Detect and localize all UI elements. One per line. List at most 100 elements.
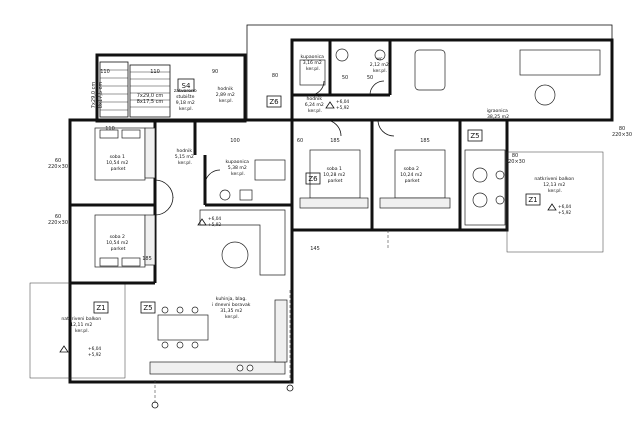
dim-win-left1b: 220×30 [48, 164, 68, 170]
dim-stair3: 7x29,0 cm [91, 82, 97, 109]
dim-185a: 185 [330, 138, 340, 144]
kitchen-counter-side [274, 299, 288, 363]
dim-110a: 110 [100, 69, 110, 75]
wardrobe-right-room1 [299, 197, 369, 209]
sink-center [239, 189, 253, 201]
bathtub [254, 159, 286, 181]
furniture [94, 48, 601, 375]
svg-text:+6,04+5,92: +6,04+5,92 [336, 99, 349, 111]
dim-win-rightb: 220×30 [505, 159, 525, 165]
level-marker-2: +6,04+5,92 [325, 99, 349, 111]
tag-z1-right: Z1 [528, 196, 537, 204]
coffee-table [221, 241, 249, 269]
room-soba2-right: soba 2 10,24 m2 parket [400, 166, 423, 184]
tag-z6-right-box [305, 172, 321, 185]
tag-z5-right: Z5 [470, 132, 479, 140]
tag-z1-right-box [525, 193, 541, 206]
svg-text:+6,04+5,92: +6,04+5,92 [88, 346, 101, 358]
toilet-center [219, 189, 231, 201]
kitchen-counter [149, 361, 286, 375]
dining-table [157, 314, 209, 341]
level-marker-4: +6,04+5,92 [547, 203, 571, 216]
car [414, 49, 446, 91]
tag-z1-left-box [93, 301, 109, 314]
room-kupaonica-top: kupaonica 3,16 m2 ker.pl. [301, 54, 326, 72]
dim-win-br1: 80 [619, 126, 625, 132]
room-hodnik-right: hodnik 6,24 m2 ker.pl. [305, 96, 326, 114]
dim-50b: 50 [367, 75, 373, 81]
dim-100: 100 [230, 138, 240, 144]
room-kupaonica-center: kupaonica 5,38 m2 ker.pl. [226, 159, 251, 177]
dim-win-left2b: 220×30 [48, 220, 68, 226]
bed-right-room1 [309, 149, 361, 199]
tag-z5-left: Z5 [143, 304, 152, 312]
dim-stair1: 7x29,0 cm [137, 93, 164, 99]
tag-z5-left-box [140, 301, 156, 314]
room-soba1-right: soba 1 10,28 m2 parket [323, 166, 346, 184]
tag-z6-right: Z6 [308, 175, 318, 183]
door-right-room2 [377, 119, 395, 137]
wardrobe-right-room2 [379, 197, 451, 209]
tag-s4-box [177, 78, 195, 92]
room-kuhinja: kuhinja, blag. i dnevni boravak 31,35 m2… [212, 296, 252, 320]
stair-flight-1 [129, 64, 171, 118]
room-hodnik-left: hodnik 5,15 m2 ker.pl. [175, 148, 196, 166]
dim-win-left1: 60 [55, 158, 61, 164]
section-markers [151, 230, 389, 409]
level-marker-1: +6,04+5,92 [197, 216, 221, 228]
dim-110c: 110 [105, 126, 115, 132]
svg-text:+6,04+5,92: +6,04+5,92 [558, 204, 571, 216]
dim-win-left2: 60 [55, 214, 61, 220]
exterior-walls [29, 24, 614, 384]
room-stubiste: zatvoreno stubište 9,18 m2 ker.pl. [174, 88, 198, 112]
room-wc-top: wc 2,12 m2 ker.pl. [370, 57, 391, 74]
toilet-top [335, 48, 349, 62]
room-balkon-left: natkriveni balkon 12,11 m2 ker.pl. [61, 316, 102, 334]
room-soba1-left: soba 1 10,54 m2 parket [106, 154, 129, 172]
door-room1 [154, 179, 174, 199]
dim-60: 60 [297, 138, 303, 144]
sofa-playroom [519, 49, 601, 76]
svg-text:+6,04+5,92: +6,04+5,92 [208, 216, 221, 228]
toilet-wc [374, 49, 386, 61]
staircase [99, 61, 171, 118]
tag-z5-right-box [467, 129, 483, 142]
element-tags: S4 Z1 Z5 Z6 Z6 Z5 Z1 [93, 78, 541, 314]
dim-90: 90 [212, 69, 218, 75]
dim-185b: 185 [420, 138, 430, 144]
door-bath [204, 169, 221, 186]
dim-stair2: 8x17,5 cm [137, 99, 164, 105]
room-igraonica: igraonica 38,25 m2 [487, 108, 510, 120]
dim-50a: 50 [342, 75, 348, 81]
right-balcony-outline [506, 151, 604, 253]
dim-stair4: 8x17,5 cm [98, 82, 104, 109]
wardrobe-room2 [144, 214, 156, 266]
room-hodnik-upper: hodnik 2,89 m2 ker.pl. [216, 86, 237, 104]
dim-145: 145 [310, 246, 320, 252]
level-marker-3: +6,04+5,92 [59, 345, 101, 358]
bed-right-room2 [394, 149, 446, 199]
tag-z6-upper: Z6 [269, 98, 279, 106]
table-playroom [534, 84, 556, 106]
door-wc-top [369, 80, 385, 96]
level-markers: +6,04+5,92 +6,04+5,92 +6,04+5,92 +6,04+5… [59, 99, 571, 358]
dim-win-right: 80 [512, 153, 518, 159]
room-soba2-left: soba 2 10,54 m2 parket [106, 234, 129, 252]
door-right-room1 [324, 119, 342, 137]
dimensions: 110 110 110 100 90 185 185 185 80 60 50 … [48, 69, 632, 262]
dim-80: 80 [272, 73, 278, 79]
tag-z6-upper-box [266, 95, 282, 108]
room-balkon-right: natkriveni balkon 12,13 m2 ker.pl. [534, 176, 575, 194]
roof-outline [246, 24, 613, 121]
door-bath-top [309, 80, 325, 96]
dim-win-br2: 220×30 [612, 132, 632, 138]
stair-block-wall [95, 53, 247, 123]
wardrobe-room1 [144, 127, 156, 179]
tag-z1-left: Z1 [96, 304, 105, 312]
dim-185c: 185 [142, 256, 152, 262]
shower-top [299, 59, 326, 86]
door-room2 [154, 196, 174, 216]
doors [154, 80, 395, 216]
seating-playroom [464, 149, 506, 226]
